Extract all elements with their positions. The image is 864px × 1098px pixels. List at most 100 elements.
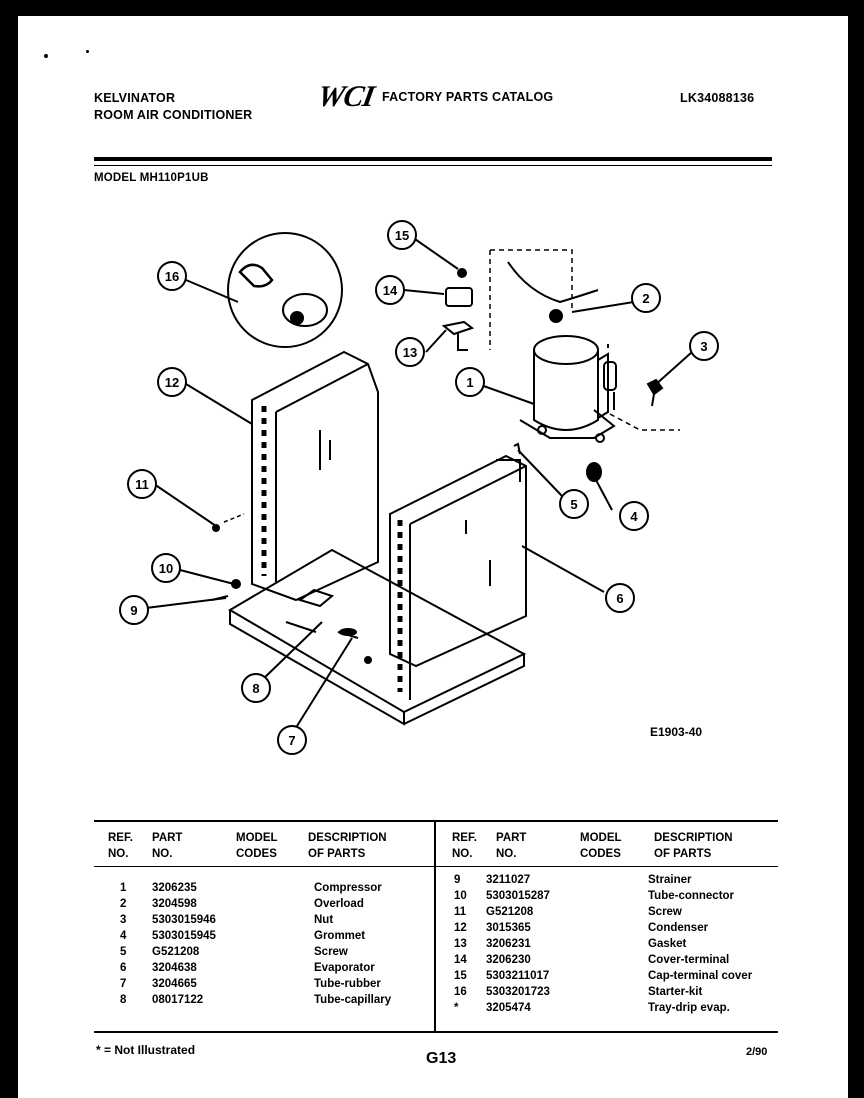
cover-terminal [445, 287, 473, 307]
callout-7 [277, 725, 307, 755]
table-cell-ref: 12 [454, 922, 467, 934]
callout-9 [119, 595, 149, 625]
callout-11 [127, 469, 157, 499]
table-cell-part: 3206231 [486, 938, 531, 950]
table-cell-desc: Condenser [648, 922, 709, 934]
not-illustrated-note: * = Not Illustrated [96, 1043, 196, 1057]
callout-label: 5 [570, 497, 577, 512]
callout-label: 8 [252, 681, 259, 696]
right-part-column: 3211027 5303015287 G521208 3015365 32062… [486, 872, 550, 1016]
product-name: ROOM AIR CONDITIONER [94, 108, 253, 122]
starter-kit-detail [227, 232, 343, 348]
table-cell-desc: Screw [648, 906, 682, 918]
brand-name: KELVINATOR [94, 91, 176, 105]
table-cell-desc: Compressor [314, 882, 382, 894]
callout-12 [157, 367, 187, 397]
table-cell-desc: Cap-terminal cover [648, 970, 753, 982]
table-cell-desc: Nut [314, 914, 334, 926]
callout-10 [151, 553, 181, 583]
left-ref-column: 1 2 3 4 5 6 7 8 [120, 880, 140, 1008]
table-cell-desc: Overload [314, 898, 364, 910]
right-ref-column: 9 10 11 12 13 14 15 16 * [454, 872, 467, 1016]
callout-6 [605, 583, 635, 613]
header-divider-left [94, 866, 434, 867]
table-cell-ref: 1 [120, 882, 127, 894]
table-cell-ref: * [454, 1002, 459, 1014]
table-cell-ref: 6 [120, 962, 127, 974]
header-part-no: PART NO. [496, 830, 526, 862]
header-text: NO. [496, 848, 517, 860]
header-text: OF PARTS [308, 848, 366, 860]
table-cell-ref: 5 [120, 946, 127, 958]
table-cell-desc: Tray-drip evap. [648, 1002, 730, 1014]
table-cell-ref: 11 [454, 906, 467, 918]
header-text: NO. [152, 848, 173, 860]
table-cell-part: 5303211017 [486, 970, 550, 982]
callout-3 [689, 331, 719, 361]
table-cell-part: 3211027 [486, 874, 531, 886]
scan-speck [44, 54, 48, 58]
table-cell-ref: 15 [454, 970, 467, 982]
callout-label: 15 [395, 228, 409, 243]
callout-label: 7 [288, 733, 295, 748]
table-cell-ref: 16 [454, 986, 467, 998]
table-cell-desc: Screw [314, 946, 348, 958]
header-text: CODES [236, 848, 277, 860]
header-divider-right [436, 866, 778, 867]
callout-label: 10 [159, 561, 173, 576]
callout-14 [375, 275, 405, 305]
table-cell-part: 5303015287 [486, 890, 550, 902]
overload-wire [507, 261, 599, 304]
table-cell-desc: Cover-terminal [648, 954, 730, 966]
starter-clip [238, 263, 274, 288]
page-code: G13 [426, 1050, 457, 1067]
table-cell-ref: 2 [120, 898, 127, 910]
nut [646, 378, 664, 396]
table-cell-part: 3015365 [486, 922, 531, 934]
table-cell-desc: Tube-capillary [314, 994, 392, 1006]
table-bottom-rule [94, 1031, 778, 1033]
table-cell-part: 5303201723 [486, 986, 550, 998]
table-cell-part: 3206230 [486, 954, 531, 966]
table-cell-part: 08017122 [152, 994, 204, 1006]
table-cell-ref: 14 [454, 954, 467, 966]
callout-5 [559, 489, 589, 519]
header-rule [94, 157, 772, 161]
header-description: DESCRIPTION OF PARTS [308, 830, 387, 862]
table-cell-desc: Tube-rubber [314, 978, 381, 990]
left-desc-column: Compressor Overload Nut Grommet Screw Ev… [314, 880, 391, 1008]
callout-label: 12 [165, 375, 179, 390]
table-cell-part: 3204638 [152, 962, 197, 974]
callout-label: 6 [616, 591, 623, 606]
starter-capacitor [282, 293, 328, 327]
callout-2 [631, 283, 661, 313]
table-cell-part: 5303015945 [152, 930, 216, 942]
table-top-rule [94, 820, 778, 822]
table-cell-part: G521208 [486, 906, 534, 918]
callout-label: 13 [403, 345, 417, 360]
model-line: MODEL MH110P1UB [94, 172, 209, 184]
table-cell-ref: 10 [454, 890, 467, 902]
table-cell-part: 3205474 [486, 1002, 531, 1014]
revision-date: 2/90 [746, 1046, 768, 1058]
callout-label: 1 [466, 375, 473, 390]
table-cell-ref: 3 [120, 914, 127, 926]
header-model-codes: MODEL CODES [580, 830, 622, 862]
left-part-column: 3206235 3204598 5303015946 5303015945 G5… [152, 880, 216, 1008]
table-cell-ref: 4 [120, 930, 127, 942]
callout-15 [387, 220, 417, 250]
table-cell-desc: Grommet [314, 930, 366, 942]
header-ref-no: REF. NO. [452, 830, 477, 862]
header-text: CODES [580, 848, 621, 860]
header-text: PART [152, 832, 183, 844]
callout-label: 16 [165, 269, 179, 284]
table-cell-desc: Starter-kit [648, 986, 703, 998]
header-text: DESCRIPTION [308, 832, 387, 844]
callout-label: 11 [135, 477, 149, 492]
header-text: NO. [108, 848, 129, 860]
compressor-top [533, 335, 599, 365]
table-cell-part: G521208 [152, 946, 200, 958]
table-cell-part: 3204598 [152, 898, 197, 910]
